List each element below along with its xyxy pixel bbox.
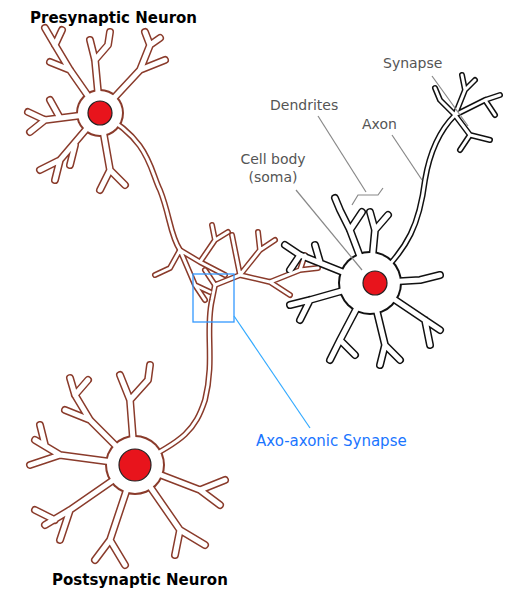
part-label: Cell body (soma) xyxy=(228,150,318,186)
soma-fill xyxy=(107,437,163,493)
neuron-title: Postsynaptic Neuron xyxy=(52,571,228,589)
neuron-title: Presynaptic Neuron xyxy=(30,9,197,27)
leader-line xyxy=(432,76,468,126)
leader-line xyxy=(318,116,366,192)
nucleus xyxy=(119,449,151,481)
axon-shape xyxy=(370,75,500,283)
dendrite-fill xyxy=(30,365,225,565)
leader-line xyxy=(392,135,422,180)
axon-fill xyxy=(370,75,500,283)
part-label: Axon xyxy=(362,115,397,133)
bracket xyxy=(352,188,383,205)
dendrite-shape xyxy=(28,28,165,190)
neuron-fill xyxy=(28,28,500,565)
highlight-box xyxy=(193,274,234,322)
neuron-outline xyxy=(28,28,500,565)
leader-line xyxy=(234,316,310,428)
part-label: Synapse xyxy=(383,54,442,72)
nucleus xyxy=(88,101,112,125)
soma-fill xyxy=(78,91,122,135)
part-label: Dendrites xyxy=(270,96,338,114)
dendrite-fill xyxy=(28,28,165,190)
nucleus xyxy=(363,271,387,295)
soma-fill xyxy=(340,253,400,313)
dendrite-shape xyxy=(30,365,225,565)
synapse-label: Axo-axonic Synapse xyxy=(256,432,407,450)
leader-line xyxy=(296,190,362,270)
axon-fill xyxy=(100,113,228,300)
